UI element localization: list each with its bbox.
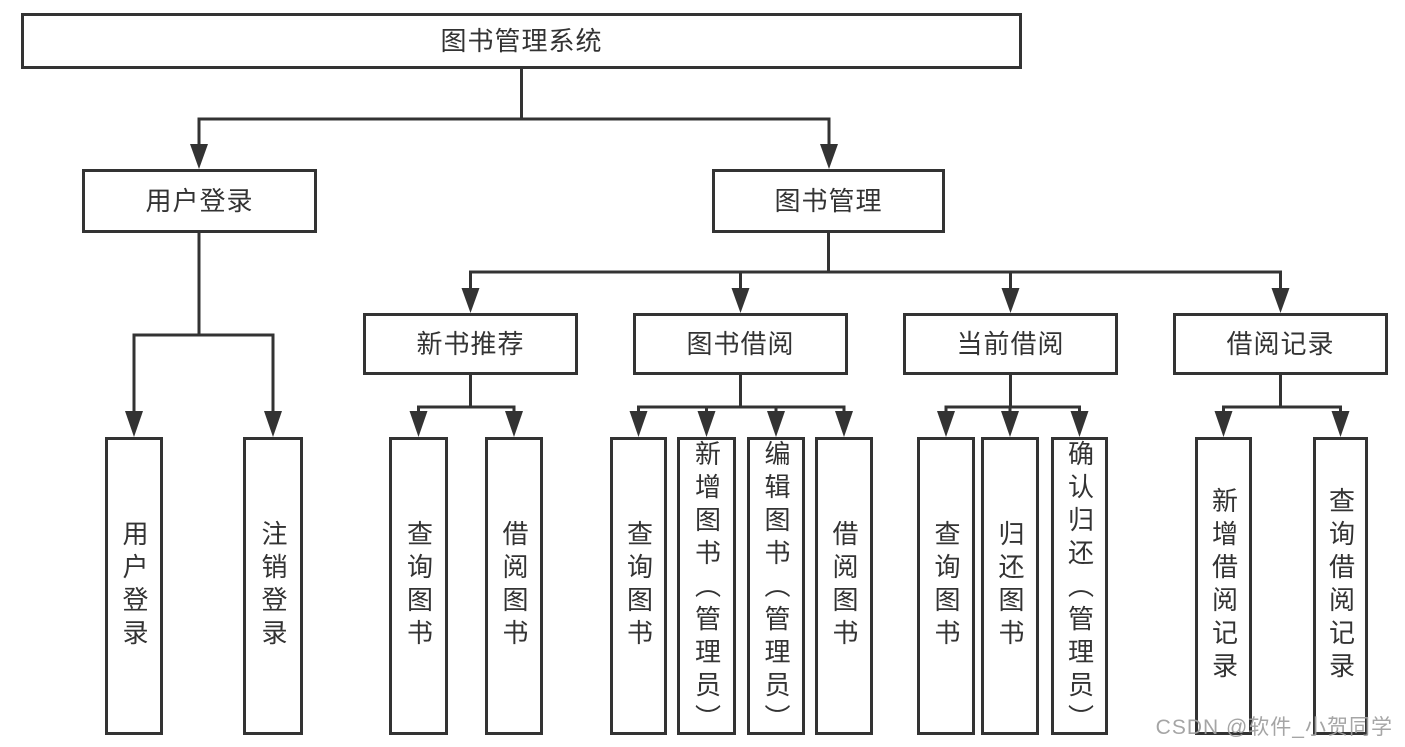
leaf-query-borrow-record: 查询借阅记录	[1313, 437, 1368, 735]
node-user-login: 用户登录	[82, 169, 317, 233]
node-root-system: 图书管理系统	[21, 13, 1022, 69]
csdn-watermark: CSDN @软件_小贺同学	[1155, 716, 1393, 739]
node-borrow-records: 借阅记录	[1173, 313, 1388, 375]
node-current-borrow: 当前借阅	[903, 313, 1118, 375]
leaf-borrow-books: 借阅图书	[815, 437, 873, 735]
leaf-add-borrow-record: 新增借阅记录	[1195, 437, 1252, 735]
leaf-return-books: 归还图书	[981, 437, 1039, 735]
leaf-logout: 注销登录	[243, 437, 303, 735]
leaf-query-books-current: 查询图书	[917, 437, 975, 735]
leaf-add-books-admin: 新增图书（管理员）	[677, 437, 736, 737]
leaf-query-books-borrow: 查询图书	[610, 437, 667, 735]
leaf-edit-books-admin: 编辑图书（管理员）	[747, 437, 805, 737]
leaf-borrow-books-recommend: 借阅图书	[485, 437, 543, 735]
leaf-confirm-return-admin: 确认归还（管理员）	[1051, 437, 1108, 737]
leaf-query-books-recommend: 查询图书	[389, 437, 448, 735]
leaf-user-login: 用户登录	[105, 437, 163, 735]
node-book-management: 图书管理	[712, 169, 945, 233]
node-new-book-recommend: 新书推荐	[363, 313, 578, 375]
node-book-borrow: 图书借阅	[633, 313, 848, 375]
